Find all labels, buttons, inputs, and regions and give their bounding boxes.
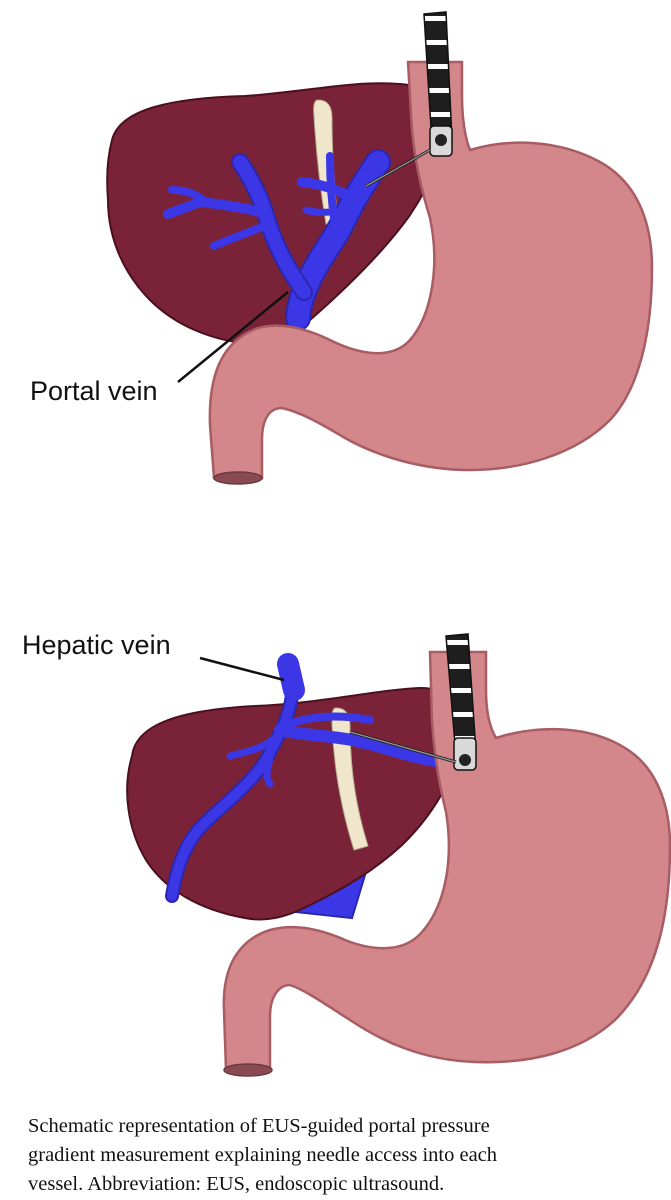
hepatic-vein-panel: Hepatic vein [22, 630, 671, 1077]
portal-vein-leader-line [177, 291, 289, 383]
stomach [208, 60, 654, 480]
portal-vein-vessels [163, 149, 391, 331]
duodenum-opening [213, 471, 263, 485]
eus-diagram: Portal vein Hepatic vein [22, 11, 671, 1077]
liver [106, 82, 448, 346]
duodenum-opening [223, 1063, 273, 1077]
hepatic-vein-vessels [165, 653, 448, 903]
portal-vein-label: Portal vein [30, 376, 158, 406]
hepatic-vein-label: Hepatic vein [22, 630, 171, 660]
caption-line-2: gradient measurement explaining needle a… [28, 1144, 498, 1166]
hepatic-vein-leader-line [199, 656, 285, 682]
caption-line-3: vessel. Abbreviation: EUS, endoscopic ul… [28, 1173, 445, 1195]
ultrasound-transducer [435, 134, 447, 146]
ultrasound-transducer [459, 754, 471, 766]
figure-caption: Schematic representation of EUS-guided p… [28, 1112, 658, 1199]
portal-vein-panel: Portal vein [30, 11, 654, 485]
stomach [222, 650, 671, 1072]
caption-line-1: Schematic representation of EUS-guided p… [28, 1115, 490, 1137]
